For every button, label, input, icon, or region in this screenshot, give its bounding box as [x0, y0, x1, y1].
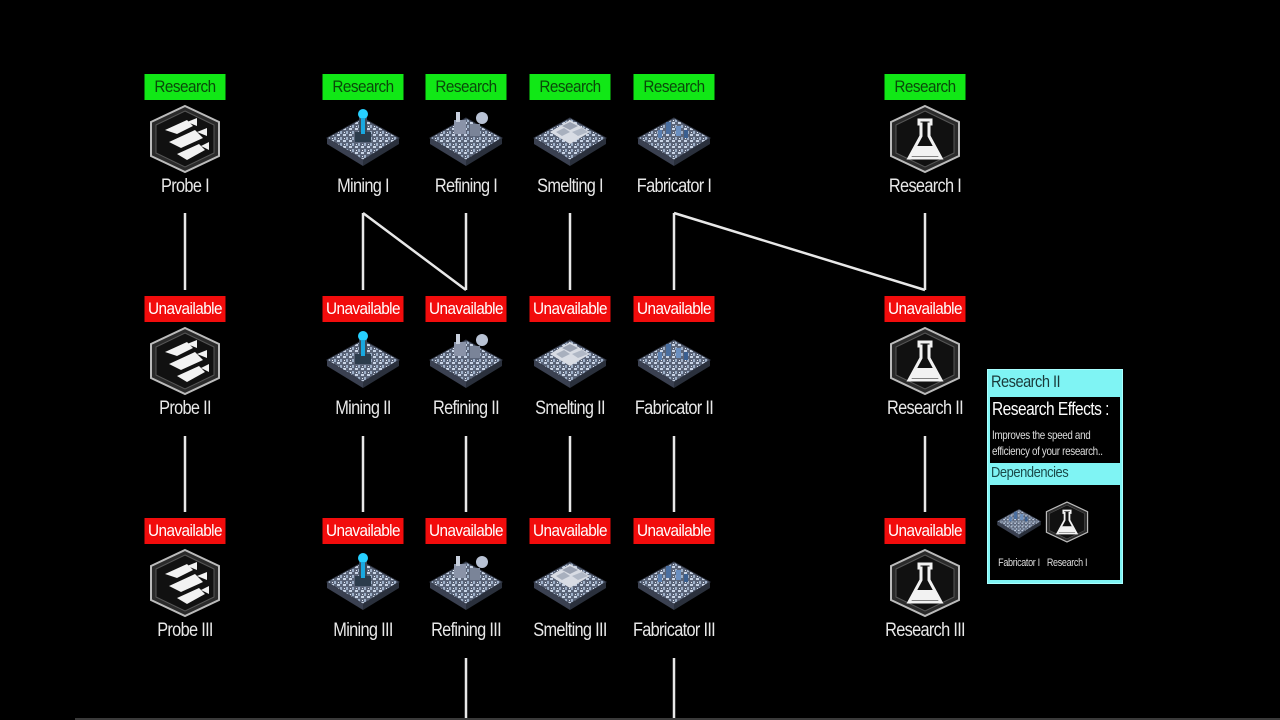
unavailable-badge: Unavailable: [425, 296, 507, 322]
research-button[interactable]: Research: [425, 74, 507, 100]
refining-icon: [428, 326, 504, 396]
tech-node-label: Research III: [885, 620, 966, 641]
tech-node-label: Fabricator II: [634, 398, 714, 419]
dependency-label: Fabricator I: [998, 557, 1040, 569]
research-button[interactable]: Research: [633, 74, 715, 100]
tooltip-effects-panel: Research Effects : Improves the speed an…: [990, 397, 1120, 463]
tech-node-mining-2[interactable]: Unavailable Mining II: [318, 296, 408, 436]
tooltip-dependencies-heading: Dependencies: [991, 464, 1069, 481]
tech-node-label: Probe II: [159, 398, 211, 419]
tech-node-fabricator-3[interactable]: Unavailable Fabricator III: [629, 518, 719, 658]
tech-node-fabricator-2[interactable]: Unavailable Fabricator II: [629, 296, 719, 436]
tech-node-fabricator-1[interactable]: Research Fabricator I: [629, 74, 719, 214]
research-button[interactable]: Research: [322, 74, 404, 100]
bottom-divider: [75, 718, 1280, 720]
tech-node-label: Refining III: [431, 620, 502, 641]
tech-node-refining-1[interactable]: Research Refining I: [421, 74, 511, 214]
tech-node-label: Fabricator I: [636, 176, 712, 197]
smelting-icon: [532, 548, 608, 618]
mining-icon: [325, 548, 401, 618]
tech-node-research-1[interactable]: Research Research I: [880, 74, 970, 214]
tooltip-effects-text: Improves the speed and efficiency of you…: [992, 428, 1103, 458]
tech-node-label: Mining III: [333, 620, 393, 641]
tech-node-label: Smelting II: [535, 398, 605, 419]
tech-node-label: Refining I: [434, 176, 498, 197]
tech-node-research-3[interactable]: Unavailable Research III: [880, 518, 970, 658]
tooltip-dependencies-panel: Fabricator I Research I: [990, 485, 1120, 580]
unavailable-badge: Unavailable: [322, 296, 404, 322]
probe-icon: [147, 548, 223, 618]
tech-node-smelting-1[interactable]: Research Smelting I: [525, 74, 615, 214]
fabricator-icon: [636, 548, 712, 618]
tech-node-label: Smelting I: [537, 176, 603, 197]
tech-node-label: Smelting III: [533, 620, 607, 641]
tech-node-smelting-2[interactable]: Unavailable Smelting II: [525, 296, 615, 436]
tech-node-label: Fabricator III: [632, 620, 716, 641]
tech-node-mining-1[interactable]: Research Mining I: [318, 74, 408, 214]
unavailable-badge: Unavailable: [633, 518, 715, 544]
tech-node-label: Probe III: [157, 620, 213, 641]
refining-icon: [428, 548, 504, 618]
unavailable-badge: Unavailable: [633, 296, 715, 322]
mining-icon: [325, 104, 401, 174]
tech-node-probe-1[interactable]: Research Probe I: [140, 74, 230, 214]
dependency-item: Fabricator I: [994, 489, 1044, 577]
tooltip-title: Research II: [991, 372, 1061, 391]
tech-node-label: Research I: [888, 176, 962, 197]
mining-icon: [325, 326, 401, 396]
flask-icon: [1044, 491, 1090, 553]
tech-node-label: Refining II: [432, 398, 500, 419]
tech-node-refining-2[interactable]: Unavailable Refining II: [421, 296, 511, 436]
tech-node-research-2[interactable]: Unavailable Research II: [880, 296, 970, 436]
smelting-icon: [532, 326, 608, 396]
tech-node-probe-2[interactable]: Unavailable Probe II: [140, 296, 230, 436]
unavailable-badge: Unavailable: [322, 518, 404, 544]
unavailable-badge: Unavailable: [884, 296, 966, 322]
tech-node-mining-3[interactable]: Unavailable Mining III: [318, 518, 408, 658]
tooltip-effects-heading: Research Effects :: [992, 399, 1109, 419]
unavailable-badge: Unavailable: [425, 518, 507, 544]
link-mining1-refining2: [362, 211, 467, 292]
smelting-icon: [532, 104, 608, 174]
fabricator-icon: [636, 104, 712, 174]
probe-icon: [147, 326, 223, 396]
tech-node-label: Mining I: [337, 176, 389, 197]
fabricator-icon: [996, 491, 1042, 553]
unavailable-badge: Unavailable: [144, 518, 226, 544]
flask-icon: [887, 326, 963, 396]
unavailable-badge: Unavailable: [529, 518, 611, 544]
tech-node-label: Probe I: [161, 176, 210, 197]
tech-node-smelting-3[interactable]: Unavailable Smelting III: [525, 518, 615, 658]
dependency-label: Research I: [1046, 557, 1088, 569]
fabricator-icon: [636, 326, 712, 396]
unavailable-badge: Unavailable: [884, 518, 966, 544]
unavailable-badge: Unavailable: [144, 296, 226, 322]
tech-node-label: Research II: [886, 398, 964, 419]
tech-node-label: Mining II: [335, 398, 391, 419]
research-button[interactable]: Research: [884, 74, 966, 100]
tech-tooltip: Research II Research Effects : Improves …: [987, 369, 1123, 584]
probe-icon: [147, 104, 223, 174]
link-fabricator1-research2: [673, 211, 926, 292]
unavailable-badge: Unavailable: [529, 296, 611, 322]
dependency-item: Research I: [1042, 489, 1092, 577]
flask-icon: [887, 104, 963, 174]
tech-node-refining-3[interactable]: Unavailable Refining III: [421, 518, 511, 658]
refining-icon: [428, 104, 504, 174]
flask-icon: [887, 548, 963, 618]
research-button[interactable]: Research: [144, 74, 226, 100]
tech-node-probe-3[interactable]: Unavailable Probe III: [140, 518, 230, 658]
research-button[interactable]: Research: [529, 74, 611, 100]
